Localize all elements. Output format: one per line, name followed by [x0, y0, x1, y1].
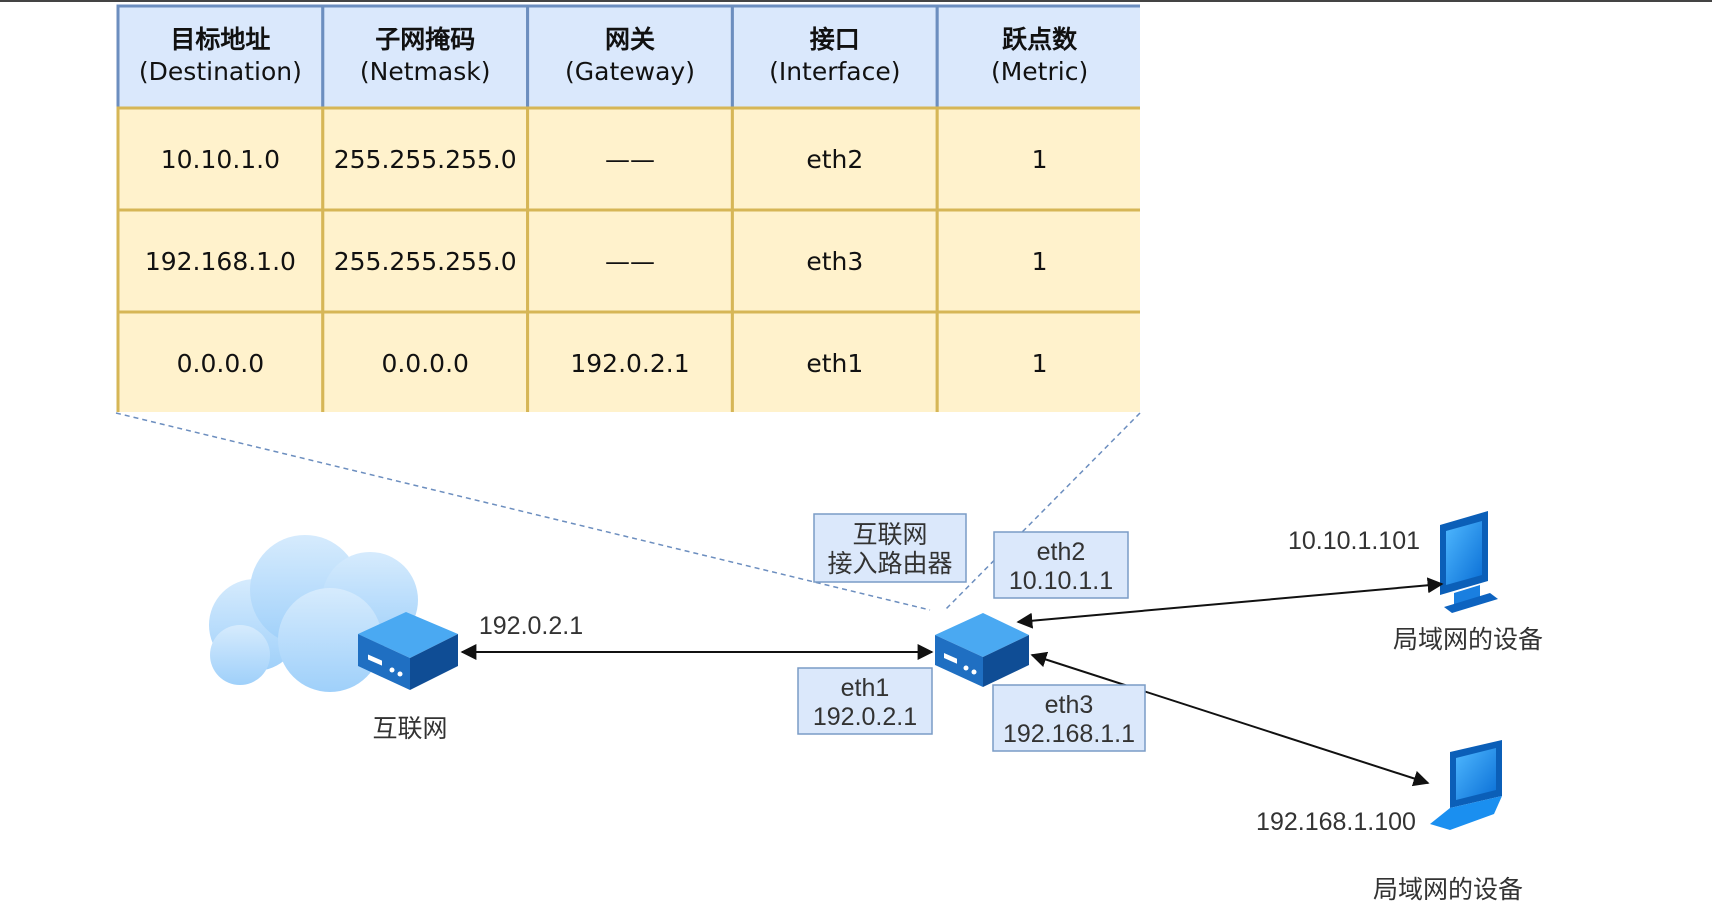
table-cell-value: —— — [605, 247, 655, 276]
pc-monitor-icon — [1440, 511, 1498, 613]
laptop-icon — [1430, 740, 1502, 830]
table-header-en: (Interface) — [769, 57, 900, 86]
table-cell — [116, 106, 325, 212]
table-cell-value: 1 — [1032, 349, 1048, 378]
table-cell-value: 255.255.255.0 — [334, 145, 517, 174]
table-cell-value: 192.168.1.0 — [145, 247, 296, 276]
internet-label: 互联网 — [372, 715, 447, 743]
table-cell — [935, 106, 1140, 212]
table-header-en: (Gateway) — [565, 57, 695, 86]
table-cell — [321, 208, 530, 314]
table-header-zh: 跃点数 — [1002, 25, 1078, 54]
eth2-ip: 10.10.1.1 — [1009, 567, 1113, 595]
table-header-cell — [321, 4, 530, 110]
internet-router-icon — [358, 612, 458, 690]
callout-line-left — [115, 412, 931, 611]
table-header-zh: 接口 — [810, 25, 860, 54]
table-text: 目标地址 (Destination) 子网掩码 (Netmask) 网关 (Gateway… — [139, 25, 1088, 378]
table-header-zh: 网关 — [605, 25, 655, 54]
table-cell — [321, 310, 530, 412]
access-router-icon — [935, 613, 1029, 687]
table-cell — [730, 310, 939, 412]
pc2-label: 局域网的设备 — [1373, 876, 1523, 904]
table-cell-value: 10.10.1.0 — [161, 145, 280, 174]
table-cell — [935, 310, 1140, 412]
eth1-name: eth1 — [841, 674, 890, 702]
router-title-line2: 接入路由器 — [827, 550, 952, 578]
routing-table: 目标地址 (Destination) 子网掩码 (Netmask) 网关 (Gateway… — [116, 4, 1140, 412]
eth3-ip: 192.168.1.1 — [1003, 720, 1135, 748]
table-cell — [526, 310, 734, 412]
cloud-icon — [209, 535, 418, 692]
table-header-en: (Netmask) — [360, 57, 491, 86]
callout-line-right — [944, 412, 1141, 611]
table-cell-value: eth3 — [806, 247, 863, 276]
table-cell-value: eth2 — [806, 145, 863, 174]
eth3-box: eth3 192.168.1.1 — [992, 684, 1146, 752]
table-cell — [116, 208, 325, 314]
table-cell-value: —— — [605, 145, 655, 174]
table-cell-value: 1 — [1032, 145, 1048, 174]
pc2-ip: 192.168.1.100 — [1256, 808, 1416, 836]
router-title-box: 互联网 接入路由器 — [813, 513, 967, 583]
table-cell — [526, 106, 734, 212]
internet-gateway-ip: 192.0.2.1 — [479, 612, 583, 640]
table-cell-value: 192.0.2.1 — [570, 349, 689, 378]
table-cell-value: 0.0.0.0 — [177, 349, 264, 378]
eth1-box: eth1 192.0.2.1 — [797, 667, 933, 735]
top-border — [0, 0, 1712, 2]
table-cell-value: 0.0.0.0 — [381, 349, 468, 378]
eth1-ip: 192.0.2.1 — [813, 703, 917, 731]
table-grid — [116, 4, 1140, 412]
link-router-to-pc2 — [1030, 651, 1430, 787]
pc1-ip: 10.10.1.101 — [1288, 527, 1420, 555]
pc1-label: 局域网的设备 — [1393, 626, 1543, 654]
eth2-box: eth2 10.10.1.1 — [993, 531, 1129, 599]
table-cell — [526, 208, 734, 314]
table-header-zh: 子网掩码 — [375, 25, 475, 54]
table-cell-value: 255.255.255.0 — [334, 247, 517, 276]
link-router-to-pc1 — [1016, 577, 1444, 629]
router-title-line1: 互联网 — [852, 521, 927, 549]
eth2-name: eth2 — [1037, 538, 1086, 566]
table-header-zh: 目标地址 — [170, 25, 270, 54]
table-cell-value: 1 — [1032, 247, 1048, 276]
eth3-name: eth3 — [1045, 691, 1094, 719]
table-cell-value: eth1 — [806, 349, 863, 378]
table-header-en: (Metric) — [991, 57, 1088, 86]
table-cell — [116, 310, 325, 412]
table-header-en: (Destination) — [139, 57, 302, 86]
